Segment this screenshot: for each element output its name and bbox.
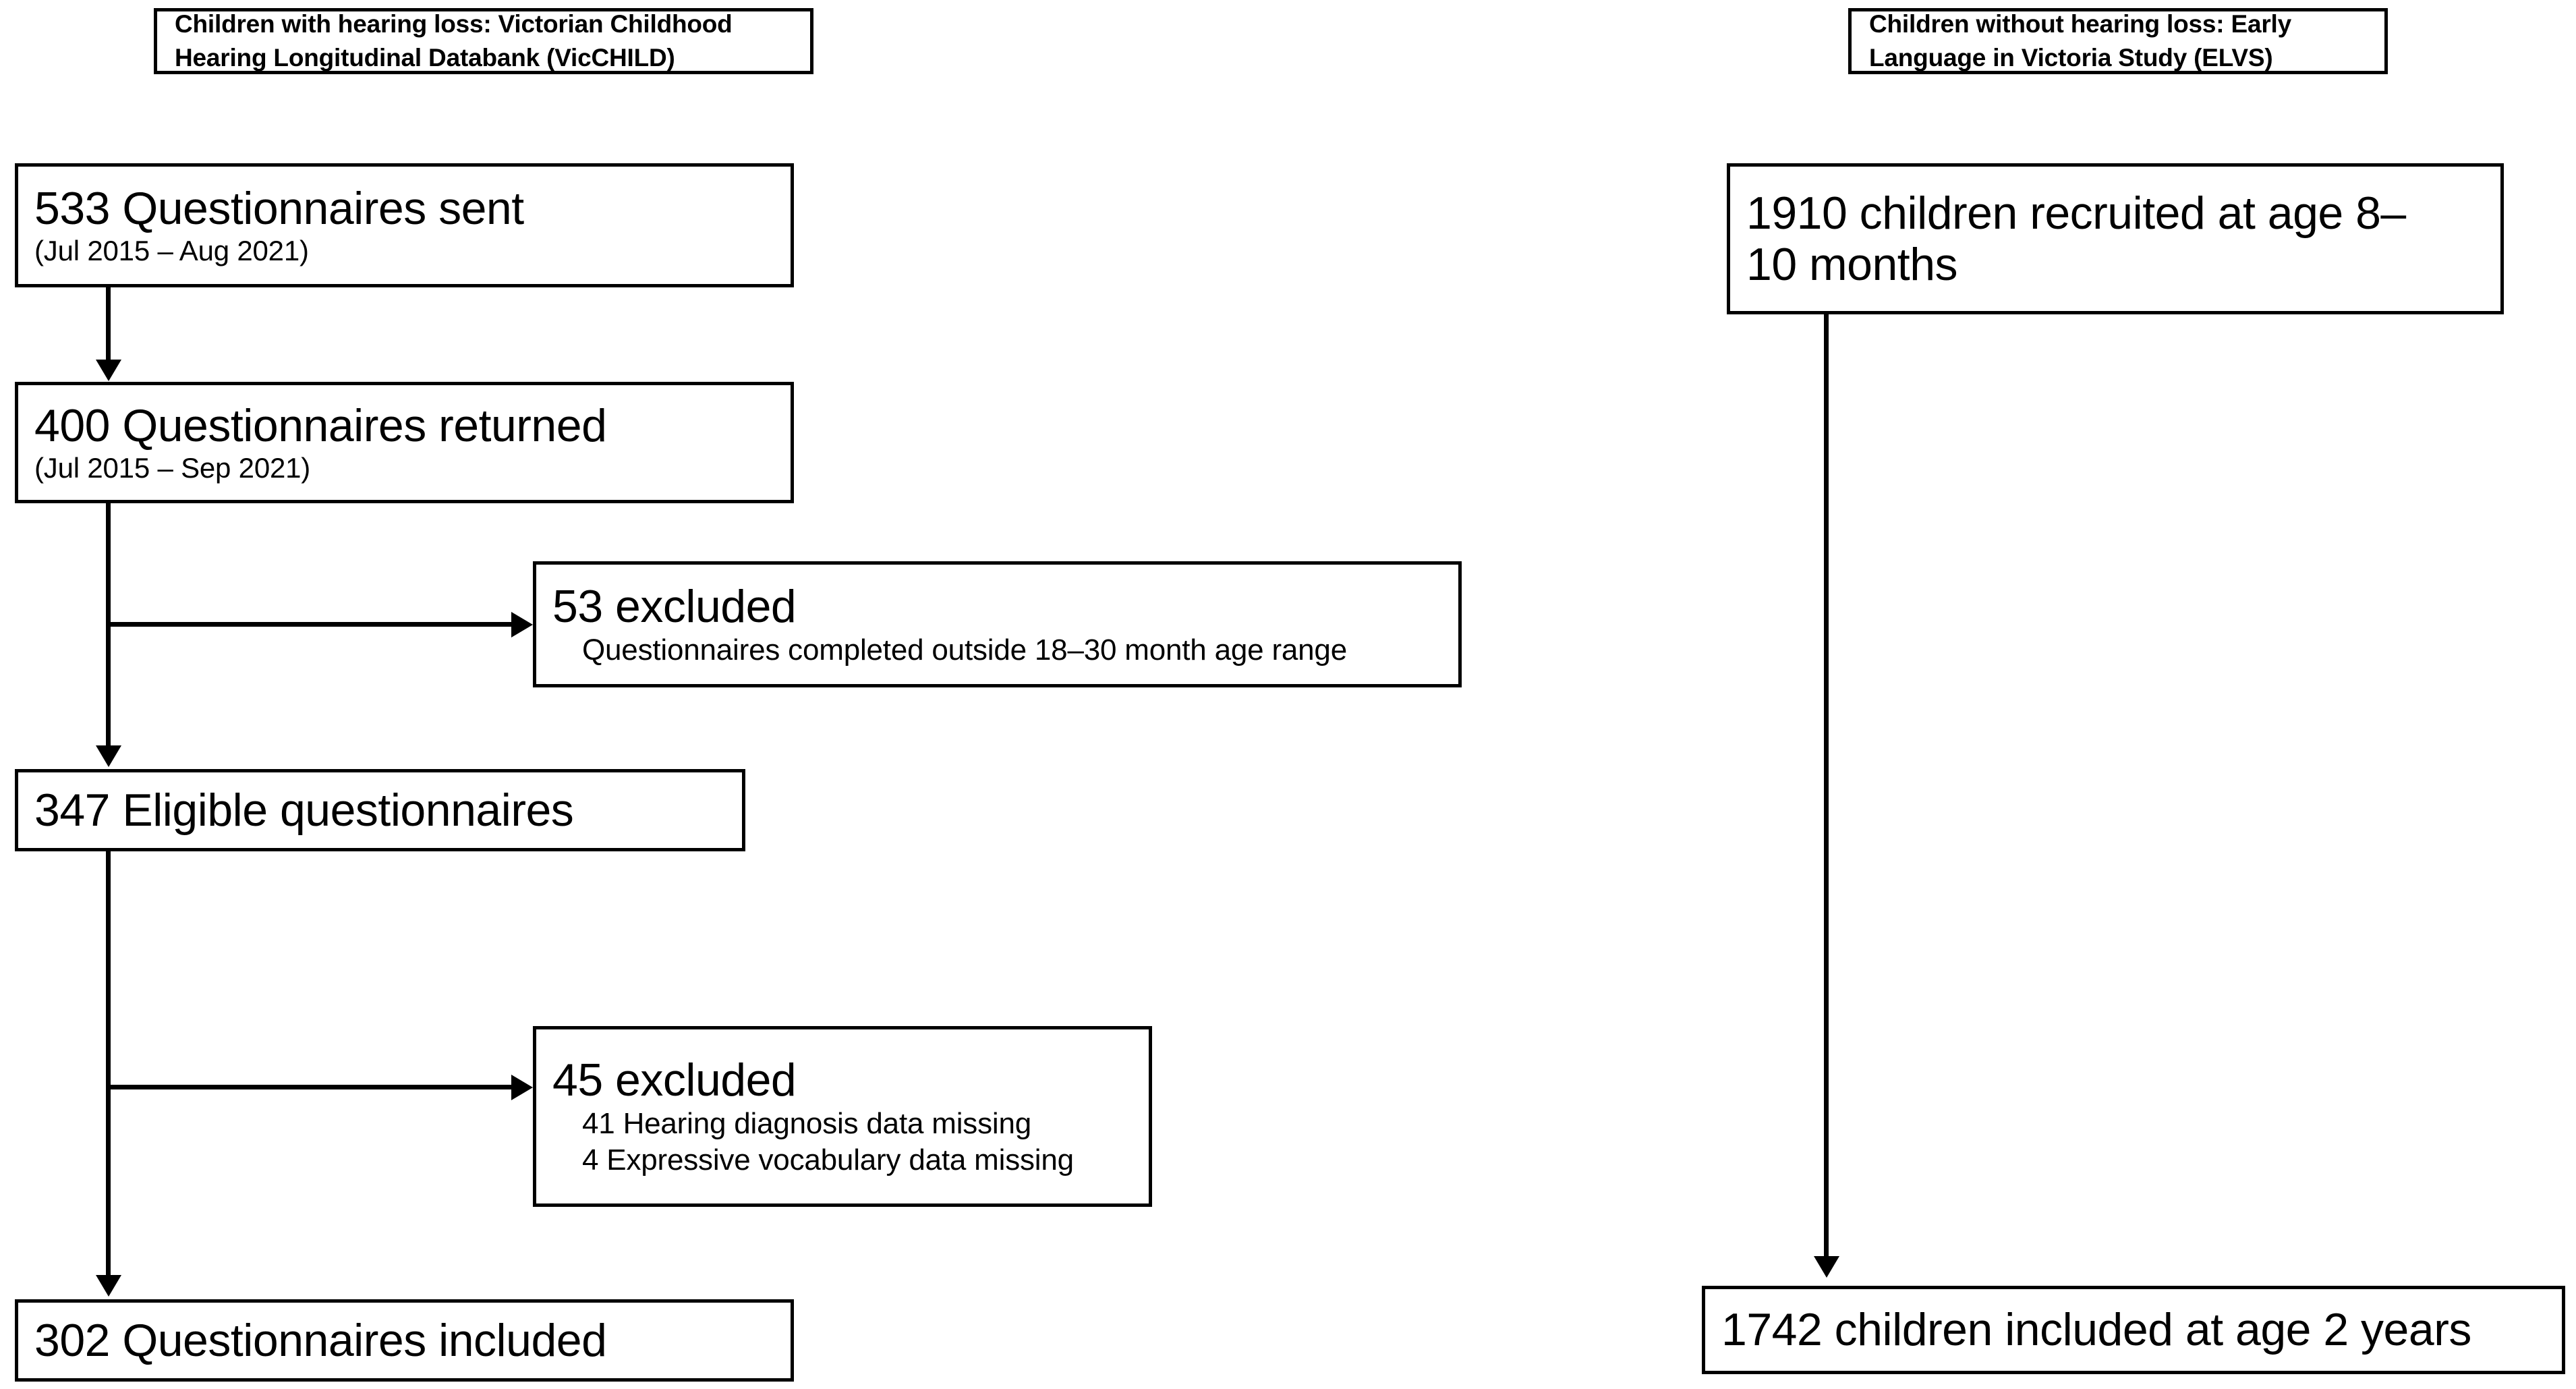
node-children-included: 1742 children included at age 2 years bbox=[1702, 1286, 2565, 1374]
node-questionnaires-returned-dates: (Jul 2015 – Sep 2021) bbox=[34, 451, 311, 484]
node-questionnaires-sent: 533 Questionnaires sent (Jul 2015 – Aug … bbox=[15, 163, 794, 287]
arrowhead-eligible-to-included bbox=[96, 1275, 121, 1297]
arrowhead-returned-to-eligible bbox=[96, 745, 121, 767]
node-questionnaires-included: 302 Questionnaires included bbox=[15, 1299, 794, 1382]
right-header-line-1: Children without hearing loss: Early bbox=[1869, 10, 2291, 38]
node-questionnaires-sent-title: 533 Questionnaires sent bbox=[34, 182, 524, 234]
left-header-line-1: Children with hearing loss: Victorian Ch… bbox=[175, 10, 733, 38]
node-excluded-45-detail-1: 41 Hearing diagnosis data missing bbox=[582, 1107, 1032, 1141]
node-questionnaires-sent-dates: (Jul 2015 – Aug 2021) bbox=[34, 234, 309, 266]
node-excluded-45: 45 excluded 41 Hearing diagnosis data mi… bbox=[533, 1026, 1152, 1207]
node-excluded-45-title: 45 excluded bbox=[552, 1054, 797, 1106]
arrowhead-eligible-to-excluded45 bbox=[511, 1075, 533, 1100]
node-eligible-questionnaires-title: 347 Eligible questionnaires bbox=[34, 784, 574, 836]
right-column-header-box: Children without hearing loss: Early Lan… bbox=[1848, 8, 2388, 74]
connector-recruited-to-included bbox=[1824, 314, 1829, 1259]
left-header-line-2: Hearing Longitudinal Databank (VicCHILD) bbox=[175, 44, 675, 72]
node-eligible-questionnaires: 347 Eligible questionnaires bbox=[15, 769, 745, 851]
left-column-header-box: Children with hearing loss: Victorian Ch… bbox=[154, 8, 813, 74]
arrowhead-sent-to-returned bbox=[96, 360, 121, 381]
connector-eligible-to-excluded45 bbox=[106, 1085, 514, 1089]
connector-returned-to-excluded53 bbox=[106, 622, 514, 627]
node-excluded-45-detail-2: 4 Expressive vocabulary data missing bbox=[582, 1143, 1074, 1177]
node-children-recruited-line-1: 1910 children recruited at age 8– bbox=[1746, 187, 2406, 239]
arrowhead-returned-to-excluded53 bbox=[511, 612, 533, 637]
node-questionnaires-returned-title: 400 Questionnaires returned bbox=[34, 399, 607, 451]
node-excluded-53: 53 excluded Questionnaires completed out… bbox=[533, 561, 1462, 687]
arrowhead-recruited-to-included bbox=[1814, 1256, 1839, 1278]
node-children-recruited-line-2: 10 months bbox=[1746, 239, 1958, 290]
node-questionnaires-included-title: 302 Questionnaires included bbox=[34, 1314, 607, 1366]
node-excluded-53-title: 53 excluded bbox=[552, 580, 797, 632]
right-header-line-2: Language in Victoria Study (ELVS) bbox=[1869, 44, 2273, 72]
node-children-included-line-1: 1742 children included at age 2 years bbox=[1721, 1304, 2471, 1356]
node-questionnaires-returned: 400 Questionnaires returned (Jul 2015 – … bbox=[15, 382, 794, 503]
connector-sent-to-returned bbox=[106, 287, 111, 363]
connector-eligible-to-included bbox=[106, 851, 111, 1278]
node-excluded-53-detail-1: Questionnaires completed outside 18–30 m… bbox=[582, 633, 1347, 667]
node-children-recruited: 1910 children recruited at age 8– 10 mon… bbox=[1727, 163, 2504, 314]
